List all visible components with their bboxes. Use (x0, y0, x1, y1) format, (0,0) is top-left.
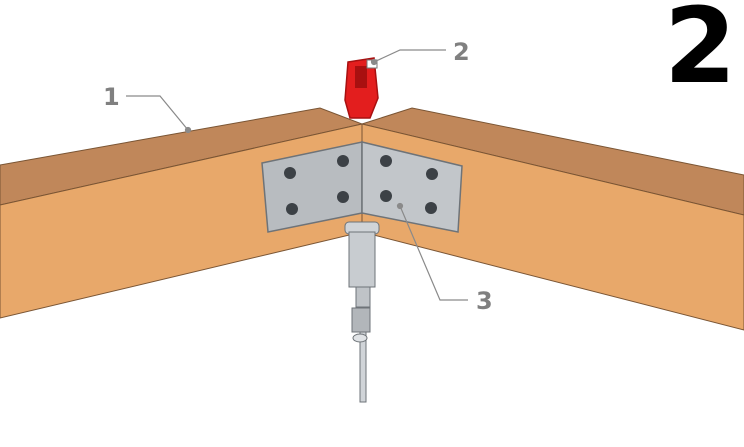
metal-corner-bracket (261, 141, 463, 233)
screw (337, 155, 349, 167)
screw (426, 168, 438, 180)
screwdriver-bit (344, 221, 380, 403)
bracket-screws (284, 155, 438, 215)
red-clamp (344, 57, 379, 119)
callout-1: 1 (103, 83, 120, 111)
callout-3: 3 (476, 287, 493, 315)
leader-line-1 (126, 95, 189, 131)
screw (337, 191, 349, 203)
leader-line-2 (373, 49, 446, 63)
callout-2: 2 (453, 38, 470, 66)
step-number: 2 (664, 0, 737, 107)
screw (380, 155, 392, 167)
leader-line-3 (399, 205, 468, 301)
screw (286, 203, 298, 215)
screw (380, 190, 392, 202)
screw (425, 202, 437, 214)
screw (284, 167, 296, 179)
leader-lines (126, 49, 468, 301)
